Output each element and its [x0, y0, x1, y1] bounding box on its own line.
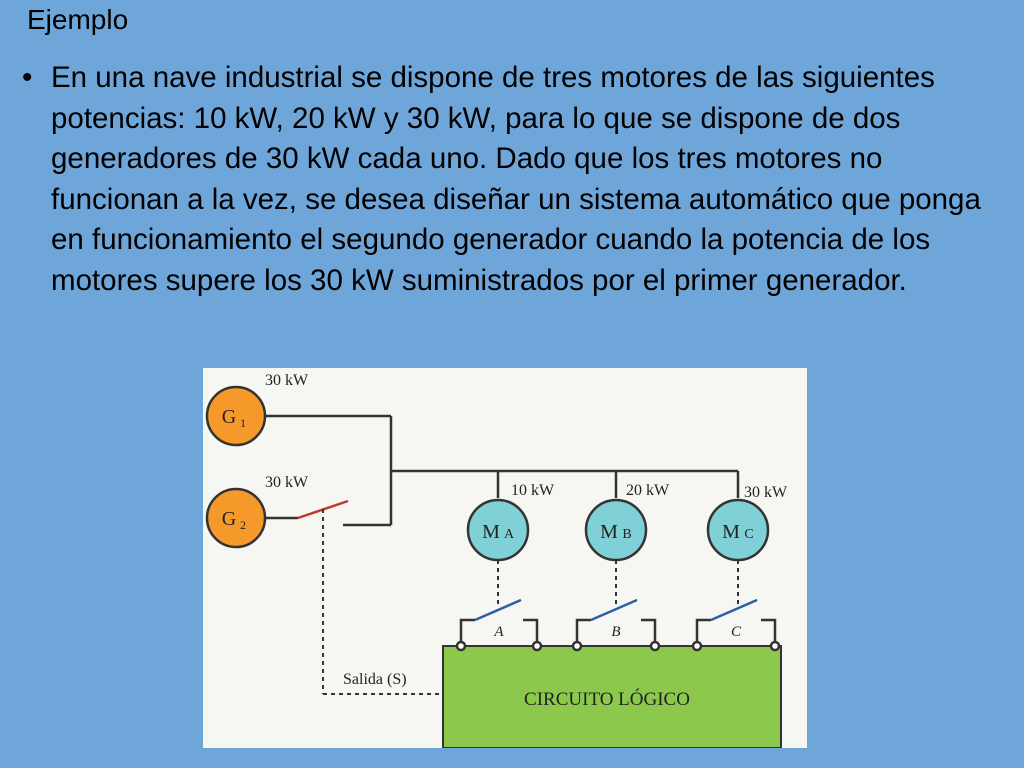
switch-a: [455, 598, 543, 652]
svg-text:A: A: [504, 527, 515, 542]
g1-power-label: 30 kW: [265, 372, 309, 389]
svg-text:G: G: [222, 406, 236, 428]
output-label: Salida (S): [343, 671, 407, 688]
bullet-item: • En una nave industrial se dispone de t…: [22, 58, 1007, 301]
svg-text:M: M: [482, 521, 500, 543]
svg-text:G: G: [222, 508, 236, 530]
switch-c: [691, 598, 781, 652]
motor-mc: M C: [706, 498, 770, 562]
generator-g2: G 2: [205, 487, 267, 549]
mc-power-label: 30 kW: [744, 484, 788, 501]
logic-circuit-box: [442, 645, 782, 748]
switch-c-label: C: [731, 624, 742, 640]
slide-title: Ejemplo: [27, 4, 129, 35]
g2-power-label: 30 kW: [265, 474, 309, 491]
svg-text:M: M: [600, 521, 618, 543]
svg-text:2: 2: [240, 518, 246, 532]
generator-g1: G 1: [205, 385, 267, 447]
svg-text:M: M: [722, 521, 740, 543]
switch-b-label: B: [611, 624, 620, 640]
svg-text:C: C: [744, 527, 753, 542]
problem-statement: En una nave industrial se dispone de tre…: [51, 61, 981, 297]
svg-text:1: 1: [240, 416, 246, 430]
switch-b: [571, 598, 661, 652]
ma-power-label: 10 kW: [511, 482, 555, 499]
motor-ma: M A: [466, 498, 530, 562]
motor-mb: M B: [584, 498, 648, 562]
switch-a-label: A: [493, 624, 504, 640]
bullet-marker: •: [22, 61, 33, 94]
circuit-diagram: G 1 30 kW G 2 30 kW M A 10 kW M B 20 kW …: [203, 368, 807, 748]
svg-text:B: B: [622, 527, 631, 542]
mb-power-label: 20 kW: [626, 482, 670, 499]
logic-circuit-label: CIRCUITO LÓGICO: [524, 688, 690, 710]
